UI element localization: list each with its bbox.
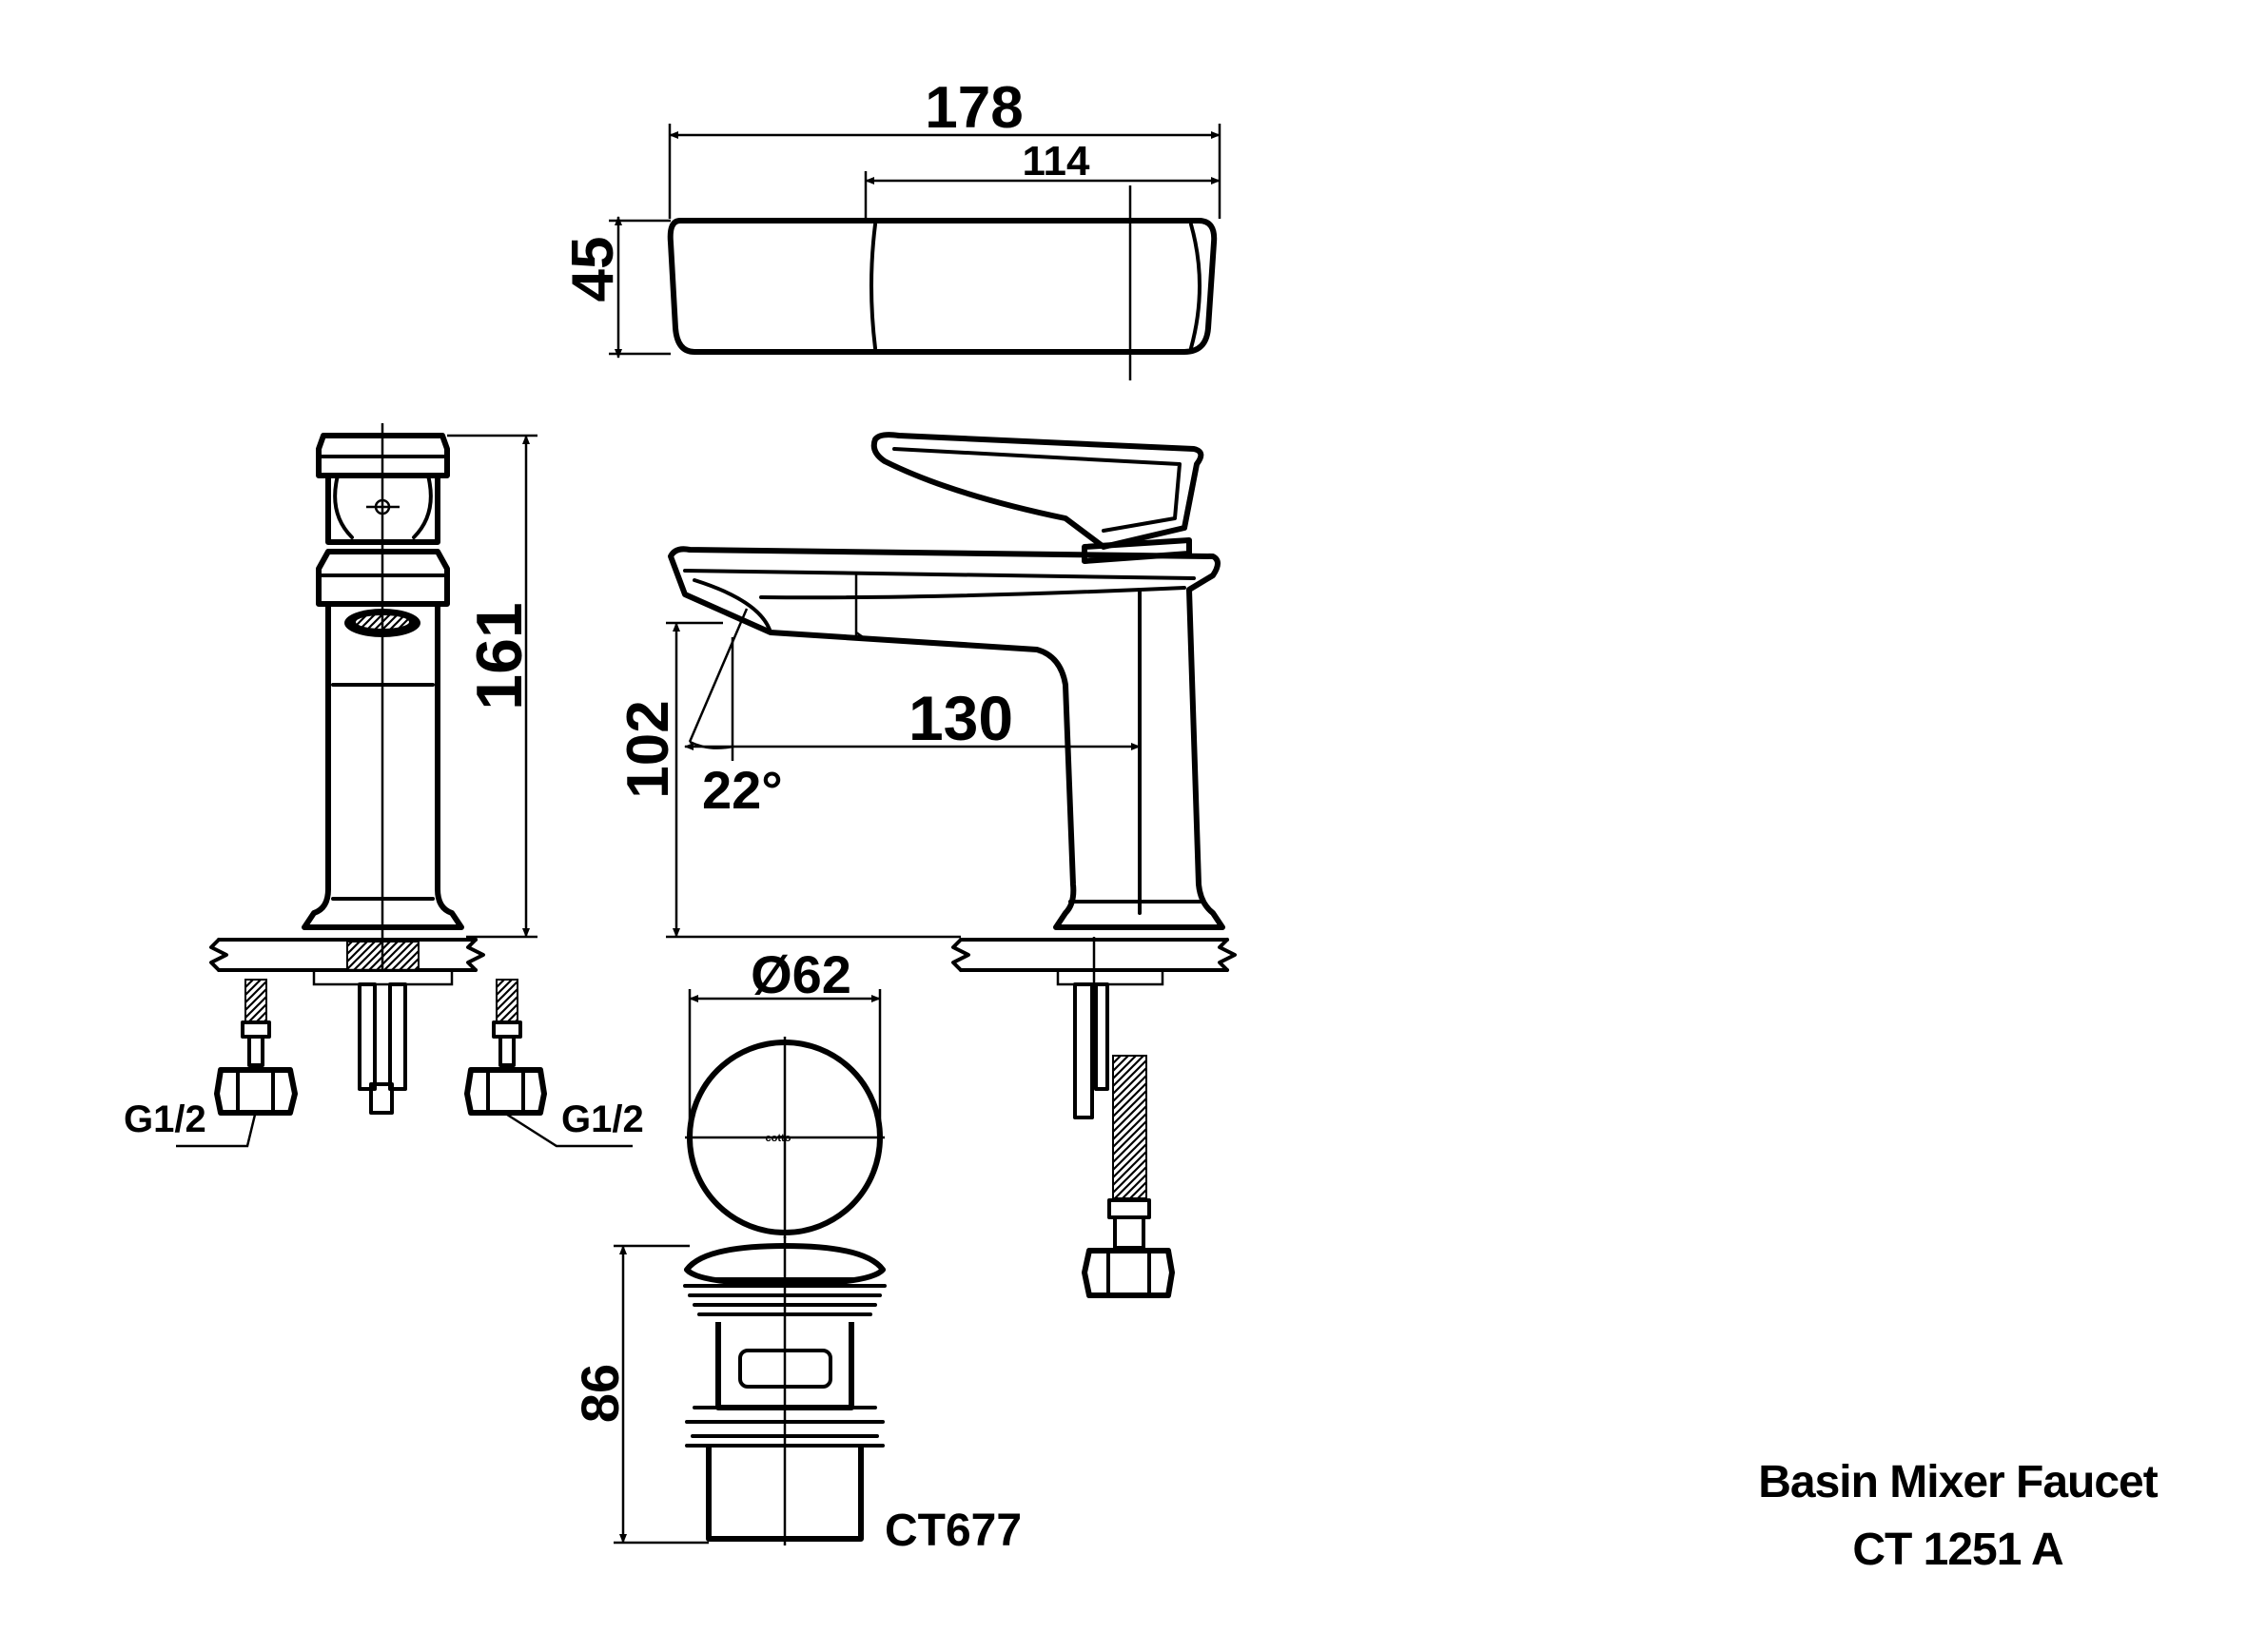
drain-side-view (614, 1236, 887, 1545)
product-model: CT 1251 A (1852, 1525, 2063, 1575)
drain-logo: cotto (766, 1133, 791, 1144)
dim-inlet-right: G1/2 (561, 1098, 644, 1140)
dim-inlet-left: G1/2 (124, 1098, 206, 1140)
dim-top-width: 45 (560, 237, 626, 302)
dim-handle-length: 114 (1023, 138, 1091, 185)
dim-overall-length: 178 (925, 75, 1023, 141)
dim-spout-reach: 130 (909, 683, 1013, 753)
front-view (176, 423, 633, 1148)
dim-total-height: 161 (463, 602, 536, 709)
dim-drain-height: 86 (570, 1364, 630, 1423)
drain-model: CT677 (885, 1506, 1022, 1556)
dim-spout-height: 102 (615, 700, 681, 798)
top-view (609, 124, 1221, 380)
dim-spout-angle: 22° (702, 760, 783, 820)
product-name: Basin Mixer Faucet (1758, 1457, 2159, 1507)
drain-top-view (685, 989, 885, 1238)
side-view (666, 432, 1237, 1298)
dim-drain-diameter: Ø62 (751, 944, 851, 1004)
